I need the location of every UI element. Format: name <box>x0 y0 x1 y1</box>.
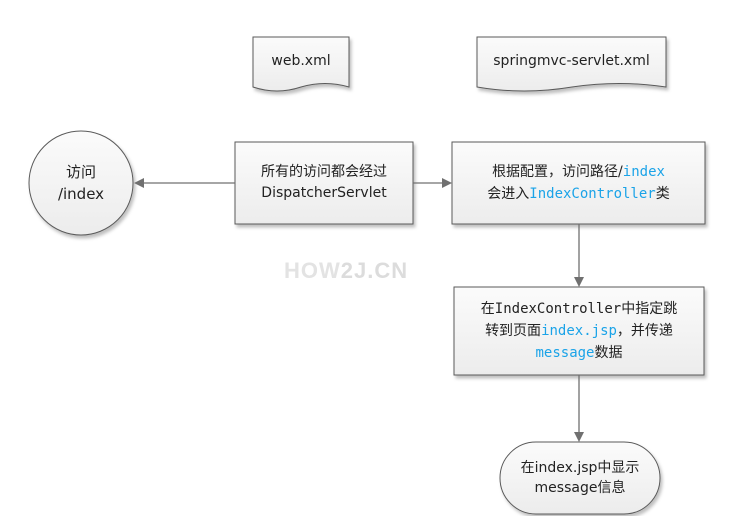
config-node-line2: 会进入IndexController类 <box>487 183 669 205</box>
controller-node-line2-text: 转到页面 <box>485 323 542 339</box>
visit-node: 访问 /index <box>29 143 133 223</box>
watermark-part1: HOW <box>284 258 341 283</box>
config-node: 根据配置，访问路径/index 会进入IndexController类 <box>452 142 705 224</box>
visit-node-circle <box>28 130 134 236</box>
controller-node-line2: 转到页面index.jsp，并传递 <box>485 320 673 342</box>
config-node-line1: 根据配置，访问路径/index <box>492 161 665 183</box>
watermark-logo: HOW2J.CN <box>284 258 408 284</box>
config-node-line2-suffix: 类 <box>655 186 670 202</box>
controller-node-line1-text: 在IndexController中指定跳 <box>480 301 678 317</box>
controller-node-box <box>453 286 705 376</box>
config-node-class-code: IndexController <box>529 186 656 202</box>
web-xml-document-shape <box>252 36 350 92</box>
controller-node-line2-suffix: ，并传递 <box>616 323 673 339</box>
web-xml-label: web.xml <box>271 53 331 69</box>
dispatcher-node-line2: DispatcherServlet <box>261 185 387 201</box>
dispatcher-node-box <box>234 141 414 225</box>
visit-node-line1: 访问 <box>65 163 96 181</box>
controller-node-line3-suffix: 数据 <box>594 345 623 361</box>
jsp-node-line2: message信息 <box>534 480 626 496</box>
visit-node-line2: /index <box>57 185 105 203</box>
dispatcher-node-line1: 所有的访问都会经过 <box>261 164 387 180</box>
controller-node-message-code: message <box>535 345 595 361</box>
watermark-part2: 2J.CN <box>340 258 409 283</box>
springmvc-xml-label: springmvc-servlet.xml <box>493 53 650 69</box>
dispatcher-node: 所有的访问都会经过 DispatcherServlet <box>235 142 413 224</box>
controller-node-line3: message数据 <box>535 342 622 364</box>
controller-node: 在IndexController中指定跳 转到页面index.jsp，并传递 m… <box>454 287 704 375</box>
controller-node-line1: 在IndexController中指定跳 <box>481 298 677 320</box>
config-node-line1-text: 根据配置，访问路径/ <box>492 164 623 180</box>
config-node-path-code: index <box>622 164 665 180</box>
config-node-box <box>451 141 706 225</box>
jsp-node: 在index.jsp中显示 message信息 <box>500 442 660 514</box>
web-xml-document: web.xml <box>253 40 349 82</box>
config-node-line2-text: 会进入 <box>487 186 530 202</box>
jsp-node-terminal <box>499 441 661 515</box>
jsp-node-line1: 在index.jsp中显示 <box>520 460 640 476</box>
controller-node-jsp-code: index.jsp <box>541 323 617 339</box>
springmvc-xml-document: springmvc-servlet.xml <box>477 40 666 82</box>
springmvc-xml-document-shape <box>476 36 667 92</box>
